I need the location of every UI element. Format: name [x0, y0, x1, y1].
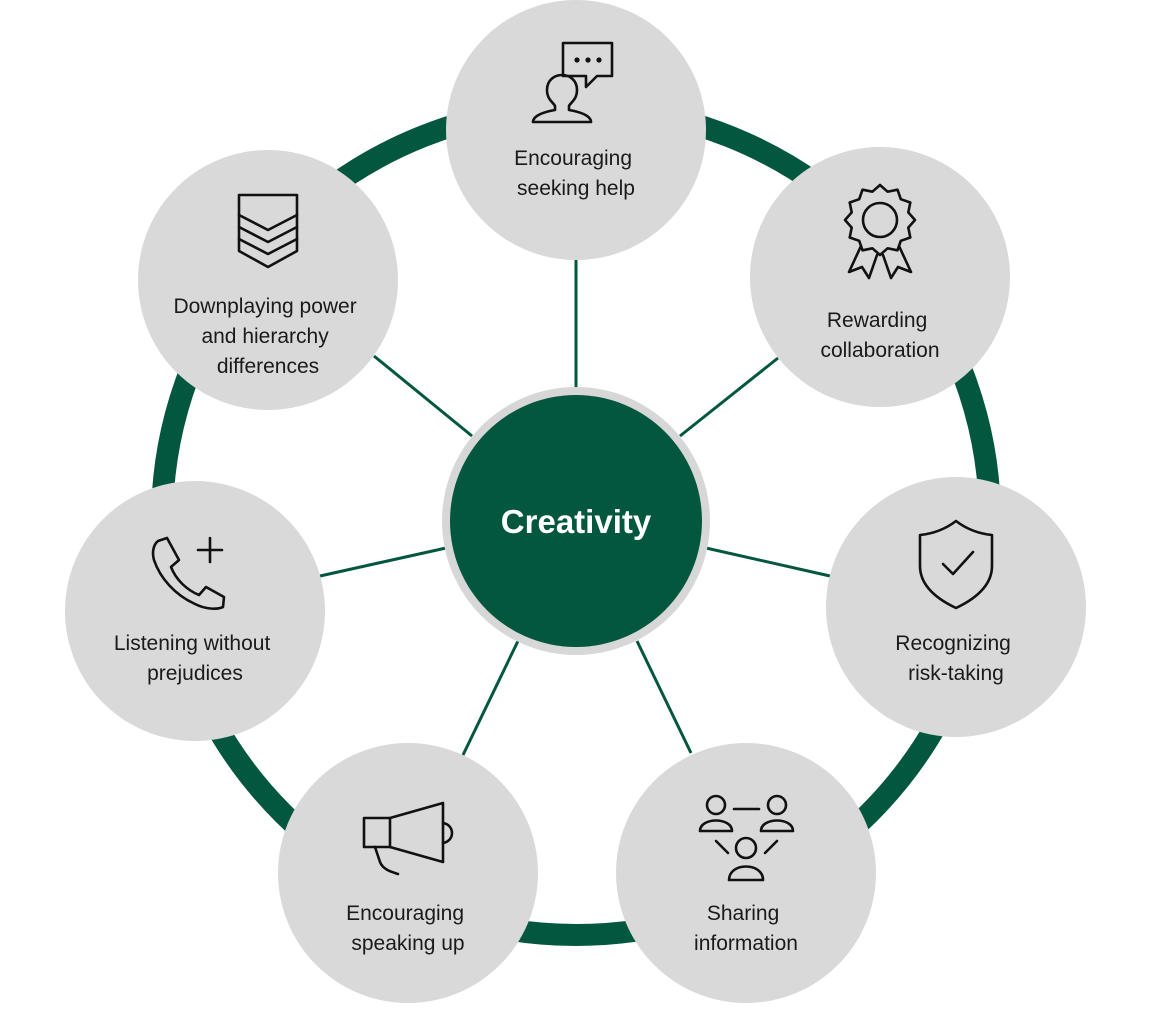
- center-circle: [450, 395, 702, 647]
- spoke-downplaying-power: [373, 354, 473, 438]
- node-label-line: Listening without: [114, 632, 271, 655]
- node-label-line: seeking help: [517, 177, 635, 200]
- node-label-line: prejudices: [147, 662, 243, 685]
- node-circle: [750, 147, 1010, 407]
- node-label: Encouraging seeking help: [514, 147, 638, 200]
- node-speaking-up: Encouraging speaking up: [278, 743, 538, 1003]
- award-ribbon-icon: [843, 183, 917, 280]
- spoke-rewarding-collaboration: [679, 356, 779, 438]
- center-node: Creativity: [442, 387, 710, 655]
- node-downplaying-power: Downplaying power and hierarchy differen…: [138, 150, 398, 410]
- shield-check-icon: [918, 519, 994, 610]
- spoke-recognizing-risk-taking: [705, 546, 831, 578]
- node-rewarding-collaboration: Rewarding collaboration: [750, 147, 1010, 407]
- node-label-line: Encouraging: [346, 902, 464, 925]
- people-network-icon: [698, 794, 795, 882]
- node-circle: [138, 150, 398, 410]
- node-label-line: and hierarchy: [201, 325, 329, 348]
- spokes: [319, 260, 831, 756]
- node-label-line: collaboration: [820, 339, 939, 362]
- chevron-stack-icon: [237, 193, 299, 269]
- node-label-line: differences: [217, 355, 319, 378]
- node-label: Sharing information: [694, 902, 798, 955]
- node-label: Encouraging speaking up: [346, 902, 470, 955]
- node-label-line: risk-taking: [908, 662, 1004, 685]
- node-label-line: Recognizing: [895, 632, 1011, 655]
- node-label: Rewarding collaboration: [820, 309, 939, 362]
- node-label: Downplaying power and hierarchy differen…: [173, 295, 362, 378]
- phone-plus-icon: [151, 536, 226, 610]
- node-label-line: Sharing: [707, 902, 779, 925]
- center-label: Creativity: [501, 503, 652, 540]
- node-recognizing-risk-taking: Recognizing risk-taking: [826, 477, 1086, 737]
- spoke-speaking-up: [461, 640, 520, 756]
- node-circle: [616, 743, 876, 1003]
- megaphone-icon: [362, 801, 454, 876]
- node-label-line: Encouraging: [514, 147, 632, 170]
- node-sharing-information: Sharing information: [616, 743, 876, 1003]
- node-label-line: information: [694, 932, 798, 955]
- node-label: Listening without prejudices: [114, 632, 276, 685]
- node-seeking-help: Encouraging seeking help: [446, 0, 706, 260]
- node-label-line: Downplaying power: [173, 295, 356, 318]
- spoke-listening: [319, 546, 447, 578]
- node-listening: Listening without prejudices: [65, 481, 325, 741]
- node-label: Recognizing risk-taking: [895, 632, 1016, 685]
- node-label-line: Rewarding: [827, 309, 927, 332]
- person-speech-bubble-icon: [531, 41, 614, 124]
- spoke-sharing-information: [635, 640, 693, 754]
- node-label-line: speaking up: [351, 932, 464, 955]
- node-circle: [65, 481, 325, 741]
- node-circle: [278, 743, 538, 1003]
- node-circle: [446, 0, 706, 260]
